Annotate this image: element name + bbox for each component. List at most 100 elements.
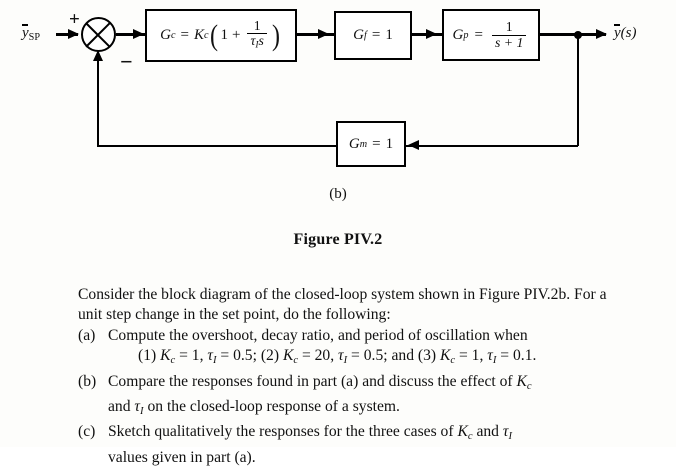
item-b-marker: (b)	[78, 372, 97, 390]
list-item: (b) Compare the responses found in part …	[78, 372, 618, 423]
figure-sub-label: (b)	[329, 186, 347, 202]
process-transfer-fraction: 1 s + 1	[491, 19, 527, 50]
case-3-kc-value: = 1,	[455, 347, 488, 365]
item-c-marker: (c)	[78, 423, 96, 441]
case-1-number: (1)	[138, 347, 161, 365]
plus-sign-label: +	[69, 9, 80, 30]
case-1-kc-value: = 1,	[175, 347, 208, 365]
setpoint-arrowhead	[68, 29, 79, 39]
case-2-kc-value: = 20,	[298, 347, 339, 365]
controller-frac-denominator: τIs	[247, 33, 267, 52]
setpoint-signal-label: ySP	[22, 24, 41, 43]
output-signal-label: y(s)	[614, 24, 637, 41]
item-c-and: and	[472, 423, 503, 441]
process-equals: =	[474, 26, 483, 43]
item-c-line2: values given in part (a).	[108, 448, 256, 466]
controller-one: 1	[220, 26, 228, 43]
valve-value: 1	[385, 27, 393, 43]
valve-name: G	[353, 27, 365, 43]
setpoint-y-symbol: y	[22, 24, 29, 41]
case-2-kc-sub: c	[293, 355, 299, 367]
problem-text: Consider the block diagram of the closed…	[78, 285, 618, 468]
feedback-up-arrowhead	[92, 50, 103, 61]
tau-symbol: τ	[250, 33, 256, 49]
case-3-tau-sub: I	[492, 355, 497, 367]
process-name: G	[452, 26, 464, 43]
controller-name: G	[160, 26, 171, 43]
process-frac-numerator: 1	[505, 19, 513, 35]
item-c-line1: Sketch qualitatively the responses for t…	[108, 422, 618, 447]
valve-name-subscript: f	[364, 30, 367, 41]
output-y-symbol: y	[614, 24, 621, 41]
case-2-tau-value: = 0.5; and	[347, 347, 418, 365]
controller-frac-numerator: 1	[253, 18, 261, 34]
item-b-line2-lead: and	[108, 397, 135, 415]
item-c-line1-text: Sketch qualitatively the responses for t…	[108, 423, 458, 441]
valve-to-process-arrowhead	[426, 29, 437, 39]
process-frac-denominator: s + 1	[491, 34, 527, 50]
case-1-kc-sub: c	[170, 355, 176, 367]
error-wire	[116, 33, 146, 36]
item-b-tau: τ	[134, 397, 141, 415]
item-c-tau: τ	[502, 423, 509, 441]
process-name-subscript: p	[463, 29, 469, 41]
case-2-tau: τ	[338, 347, 344, 365]
controller-equals: =	[180, 26, 189, 43]
item-c-tau-sub: I	[508, 431, 512, 443]
measurement-value: 1	[385, 135, 394, 152]
measurement-equals: =	[372, 135, 381, 152]
laplace-s: s	[258, 33, 264, 49]
output-argument: (s)	[620, 25, 637, 41]
intro-paragraph: Consider the block diagram of the closed…	[78, 286, 607, 324]
case-1-kc: K	[160, 347, 171, 365]
item-b-text: Compare the responses found in part (a) …	[108, 372, 618, 423]
list-item: (a) Compute the overshoot, decay ratio, …	[78, 326, 618, 372]
item-b-tau-sub: I	[140, 405, 144, 417]
measurement-name-subscript: m	[359, 138, 368, 150]
tau-subscript: I	[255, 41, 259, 52]
controller-to-valve-wire	[297, 33, 335, 36]
minus-sign-label: −	[120, 49, 133, 74]
case-3-number: (3)	[417, 347, 440, 365]
output-arrowhead	[596, 29, 607, 39]
controller-name-subscript: c	[170, 29, 176, 41]
controller-plus: +	[231, 26, 241, 43]
controller-integral-fraction: 1 τIs	[247, 18, 267, 52]
setpoint-wire	[56, 33, 78, 36]
case-3-tau-value: = 0.1.	[496, 347, 537, 365]
case-1-tau-value: = 0.5;	[216, 347, 261, 365]
case-2-number: (2)	[260, 347, 283, 365]
measurement-name: G	[348, 135, 360, 152]
close-paren: )	[271, 18, 280, 52]
open-paren: (	[210, 18, 219, 52]
item-b-kc-sub: c	[526, 380, 532, 392]
case-1-tau-sub: I	[212, 355, 217, 367]
item-b-line1: Compare the responses found in part (a) …	[108, 372, 618, 397]
controller-gain: K	[193, 26, 204, 43]
item-b-line2: and τI on the closed-loop response of a …	[108, 397, 618, 422]
item-b-line1-text: Compare the responses found in part (a) …	[108, 372, 517, 390]
case-3-kc: K	[439, 347, 451, 365]
case-3-tau: τ	[487, 347, 493, 365]
measurement-return-wire	[97, 144, 336, 147]
item-a-line1: Compute the overshoot, decay ratio, and …	[108, 326, 528, 344]
figure-caption: Figure PIV.2	[293, 231, 383, 248]
item-c-text: Sketch qualitatively the responses for t…	[108, 422, 618, 468]
item-a-marker: (a)	[78, 326, 96, 344]
process-output-wire	[540, 33, 606, 36]
item-b-kc: K	[516, 372, 527, 390]
list-item: (c) Sketch qualitatively the responses f…	[78, 422, 618, 468]
item-b-line2-rest: on the closed-loop response of a system.	[143, 397, 400, 415]
valve-equals: =	[371, 27, 381, 43]
case-2-kc: K	[282, 347, 294, 365]
case-1-tau: τ	[207, 347, 213, 365]
item-c-kc-sub: c	[467, 431, 473, 443]
setpoint-subscript: SP	[28, 31, 41, 43]
feedback-arrowhead	[408, 140, 419, 150]
item-c-kc: K	[457, 423, 468, 441]
